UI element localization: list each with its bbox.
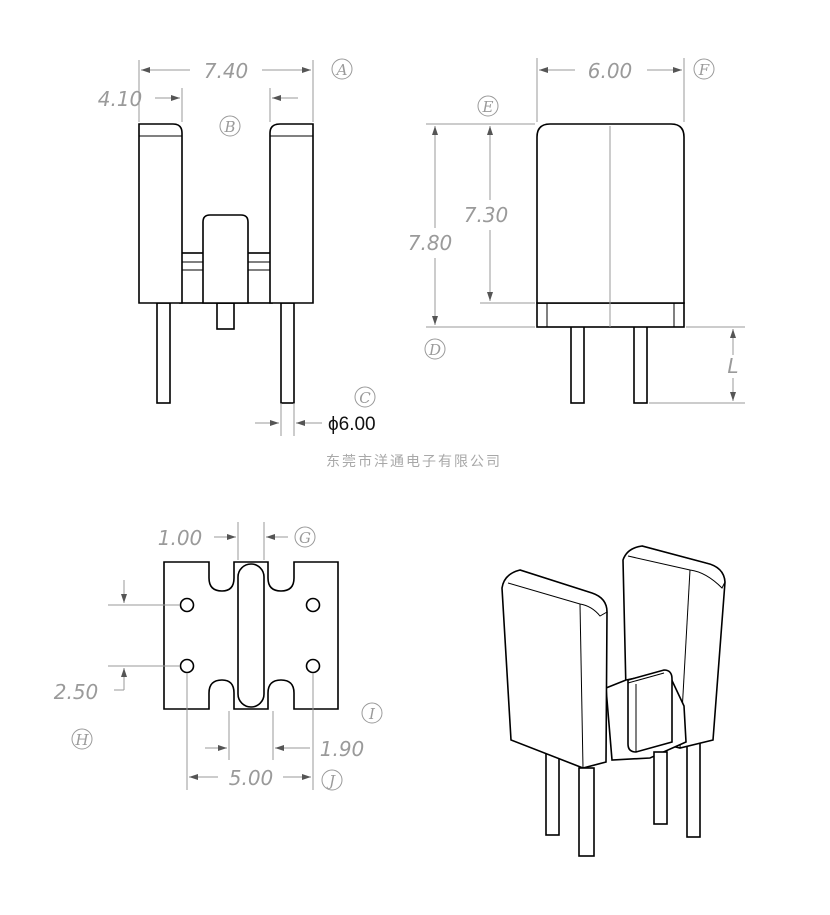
iso-pin [686, 734, 701, 838]
front-pin-left [156, 302, 171, 404]
bottom-hole [179, 658, 195, 674]
iso-center-tab [627, 669, 673, 753]
pin-pitch-dimension: 5.00 [229, 766, 274, 790]
bottom-hole [305, 658, 321, 674]
iso-left-wall [501, 569, 608, 769]
front-view: 7.40 4.10 ϕ6.00 A B C [98, 58, 376, 436]
isometric-view [501, 545, 726, 857]
iso-pin [578, 767, 595, 857]
hole-pitch-dimension: 2.50 [54, 680, 99, 704]
bottom-view: 1.00 2.50 1.90 5.00 G H I J [54, 522, 383, 791]
slot-width-dimension: 1.00 [158, 526, 203, 550]
iso-pin [653, 751, 668, 825]
body-height-dimension: 7.30 [464, 203, 509, 227]
callout-g: G [299, 529, 311, 547]
callout-f: F [698, 61, 710, 79]
company-caption: 东莞市洋通电子有限公司 [326, 453, 502, 470]
callout-h: H [74, 731, 89, 749]
pin-length-dimension: L [727, 354, 738, 378]
front-left-wall [138, 123, 183, 304]
front-inner-dimension: 4.10 [98, 87, 143, 111]
callout-e: E [482, 98, 494, 116]
callout-d: D [428, 341, 441, 359]
front-center-block [202, 214, 249, 304]
callout-a: A [335, 61, 348, 79]
front-width-dimension: 7.40 [204, 59, 249, 83]
callout-i: I [368, 705, 376, 723]
pin-diameter-dimension: ϕ6.00 [328, 414, 376, 435]
bottom-hole [179, 597, 195, 613]
front-pin-right [280, 302, 295, 404]
callout-j: J [326, 772, 336, 790]
callout-b: B [223, 118, 235, 136]
side-view: 6.00 7.30 7.80 L D E F [408, 58, 745, 404]
total-height-dimension: 7.80 [408, 231, 453, 255]
front-center-tab [216, 302, 235, 330]
side-width-dimension: 6.00 [588, 59, 633, 83]
row-offset-dimension: 1.90 [320, 737, 365, 761]
front-right-wall [269, 123, 314, 304]
bottom-hole [305, 597, 321, 613]
callout-c: C [359, 389, 371, 407]
bottom-center-slot [237, 563, 265, 708]
